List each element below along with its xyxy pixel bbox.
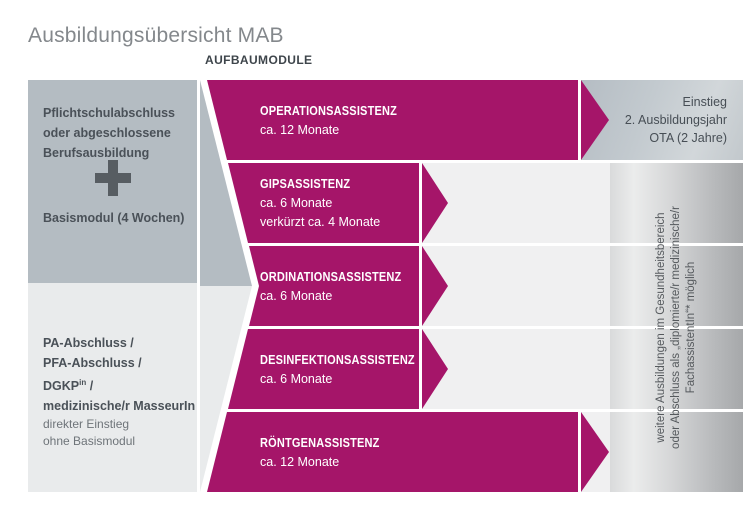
entry-line: medizinische/r MasseurIn bbox=[43, 399, 196, 414]
module-gipsassistenz: GIPSASSISTENZ ca. 6 Monate verkürzt ca. … bbox=[260, 163, 570, 243]
ota-line: OTA (2 Jahre) bbox=[649, 131, 727, 145]
entry-arrowhead-bottom bbox=[200, 286, 252, 492]
module-name: RÖNTGENASSISTENZ bbox=[260, 435, 380, 450]
module-duration: ca. 12 Monate bbox=[260, 122, 340, 137]
further-line: weitere Ausbildungen im Gesundheitsberei… bbox=[655, 212, 668, 443]
module-ordinationsassistenz: ORDINATIONSASSISTENZ ca. 6 Monate bbox=[260, 246, 570, 326]
module-name: OPERATIONSASSISTENZ bbox=[260, 103, 397, 118]
module-name: DESINFEKTIONSASSISTENZ bbox=[260, 352, 415, 367]
further-line: FachassistentIn“* möglich bbox=[685, 261, 698, 394]
module-arrowhead bbox=[581, 80, 609, 160]
module-arrow-gipsassistenz bbox=[228, 163, 419, 243]
module-duration: ca. 6 Monate bbox=[260, 371, 333, 386]
row-background bbox=[421, 246, 610, 326]
module-name: GIPSASSISTENZ bbox=[260, 177, 351, 191]
further-education-strip-segment bbox=[610, 246, 743, 326]
plus-icon-wrap bbox=[28, 160, 197, 196]
entry-line: oder abgeschlossene bbox=[43, 126, 171, 140]
entry-line: PFA-Abschluss / bbox=[43, 356, 142, 370]
further-education-strip-segment bbox=[610, 163, 743, 243]
module-duration: ca. 6 Monate bbox=[260, 288, 333, 303]
basismodul-label: Basismodul (4 Wochen) bbox=[43, 211, 185, 225]
entry-arrowhead-top bbox=[200, 80, 252, 286]
module-name: ORDINATIONSASSISTENZ bbox=[260, 269, 402, 284]
module-arrow-ordinationsassistenz bbox=[249, 246, 419, 326]
ota-line: Einstieg bbox=[682, 95, 727, 109]
row-background bbox=[421, 163, 610, 243]
further-education-rotated-block: weitere Ausbildungen im Gesundheitsberei… bbox=[654, 206, 699, 449]
row-background bbox=[421, 329, 610, 409]
further-line: oder Abschluss als „diplomierte/r medizi… bbox=[670, 206, 683, 449]
entry-line: PA-Abschluss / bbox=[43, 336, 134, 350]
module-arrow-roentgenassistenz bbox=[207, 412, 578, 492]
further-education-strip-segment bbox=[610, 329, 743, 409]
further-education-strip-segment bbox=[610, 412, 743, 492]
direct-entry-text: PA-Abschluss / PFA-Abschluss / DGKPin / … bbox=[43, 333, 195, 450]
dgkp-superscript: in bbox=[79, 378, 87, 387]
module-arrow-operationsassistenz bbox=[207, 80, 578, 160]
module-operationsassistenz: OPERATIONSASSISTENZ ca. 12 Monate bbox=[260, 80, 570, 160]
module-arrowhead bbox=[422, 163, 448, 243]
entry-line-dgkp: DGKPin / bbox=[43, 378, 94, 394]
module-arrowhead bbox=[581, 412, 609, 492]
entry-line: Berufsausbildung bbox=[43, 146, 150, 160]
module-duration-short: verkürzt ca. 4 Monate bbox=[260, 215, 381, 229]
section-label-aufbaumodule: AUFBAUMODULE bbox=[205, 53, 313, 67]
further-education-text: weitere Ausbildungen im Gesundheitsberei… bbox=[610, 163, 743, 492]
entry-note: direkter Einstieg bbox=[43, 417, 130, 432]
entry-requirements-text: Pflichtschulabschluss oder abgeschlossen… bbox=[43, 103, 193, 163]
module-desinfektionsassistenz: DESINFEKTIONSASSISTENZ ca. 6 Monate bbox=[260, 329, 570, 409]
module-arrowhead bbox=[422, 329, 448, 409]
module-duration: ca. 12 Monate bbox=[260, 454, 340, 469]
module-arrowhead bbox=[422, 246, 448, 326]
page-title: Ausbildungsübersicht MAB bbox=[28, 24, 284, 47]
plus-icon bbox=[94, 160, 131, 196]
module-roentgenassistenz: RÖNTGENASSISTENZ ca. 12 Monate bbox=[260, 412, 570, 492]
entry-line: Pflichtschulabschluss bbox=[43, 106, 175, 120]
entry-box-direkter-einstieg bbox=[28, 283, 197, 492]
flow-arrows-graphic bbox=[200, 80, 609, 492]
entry-note: ohne Basismodul bbox=[43, 434, 136, 449]
module-arrow-desinfektionsassistenz bbox=[228, 329, 419, 409]
ota-line: 2. Ausbildungsjahr bbox=[624, 113, 727, 127]
module-duration: ca. 6 Monate bbox=[260, 196, 333, 210]
ota-outcome-text: Einstieg 2. Ausbildungsjahr OTA (2 Jahre… bbox=[566, 80, 743, 160]
